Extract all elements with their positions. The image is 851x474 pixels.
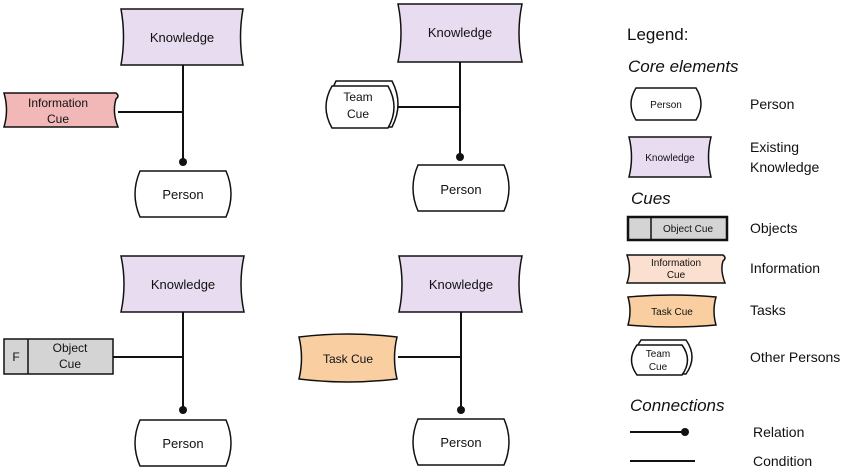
legend-task-shape	[627, 294, 717, 328]
legend-person-shape	[630, 87, 702, 121]
legend-information-shape	[625, 254, 727, 284]
legend-knowledge-desc-line2: Knowledge	[750, 159, 819, 175]
legend-connections-heading: Connections	[630, 396, 725, 415]
information-cue-label-line2: Cue	[47, 112, 69, 126]
knowledge-label: Knowledge	[150, 30, 214, 45]
knowledge-node	[397, 3, 523, 63]
diagram-team-cue: Knowledge Team Cue Person	[325, 3, 523, 212]
information-cue-label-line1: Information	[28, 96, 88, 110]
legend-knowledge-desc-line1: Existing	[750, 139, 799, 155]
legend-relation-dot	[681, 428, 689, 436]
diagram-object-cue: Knowledge F Object Cue Person	[3, 255, 245, 467]
legend-task-desc: Tasks	[750, 302, 786, 318]
legend-knowledge-shape-label: Knowledge	[645, 153, 695, 164]
legend-team-desc: Other Persons	[750, 349, 840, 365]
legend-team-shape-front	[630, 344, 689, 376]
legend-information-shape-label-line1: Information	[651, 258, 701, 269]
person-node	[134, 419, 232, 467]
relation-dot	[179, 158, 187, 166]
knowledge-label: Knowledge	[429, 277, 493, 292]
legend-object-shape-label: Object Cue	[663, 224, 713, 235]
relation-dot	[456, 153, 464, 161]
team-cue-node-front	[325, 85, 395, 129]
task-cue-node	[298, 333, 398, 383]
legend-condition-desc: Condition	[753, 453, 812, 469]
legend-relation-desc: Relation	[753, 424, 804, 440]
knowledge-label: Knowledge	[151, 277, 215, 292]
knowledge-node	[120, 255, 245, 313]
diagram-task-cue: Knowledge Task Cue Person	[298, 255, 523, 466]
team-cue-label-line2: Cue	[347, 107, 369, 121]
knowledge-node	[120, 8, 244, 66]
legend-team-shape-label-line2: Cue	[649, 362, 668, 373]
person-node	[412, 418, 510, 466]
object-cue-prefix: F	[12, 350, 19, 364]
legend-information-shape-label-line2: Cue	[667, 270, 686, 281]
information-cue-node	[2, 92, 120, 128]
object-cue-label-line1: Object	[53, 341, 88, 355]
legend: Legend: Core elements Person Person Know…	[625, 25, 840, 469]
relation-dot	[179, 406, 187, 414]
team-cue-label-line1: Team	[343, 90, 372, 104]
person-label: Person	[162, 436, 203, 451]
legend-object-shape	[626, 215, 729, 242]
task-cue-label: Task Cue	[323, 352, 373, 366]
person-label: Person	[440, 182, 481, 197]
person-label: Person	[440, 435, 481, 450]
legend-core-heading: Core elements	[628, 57, 739, 76]
legend-person-shape-label: Person	[650, 100, 682, 111]
legend-knowledge-shape	[628, 136, 712, 178]
person-node	[134, 170, 232, 218]
legend-cues-heading: Cues	[631, 189, 671, 208]
legend-title: Legend:	[627, 25, 688, 44]
legend-information-desc: Information	[750, 260, 820, 276]
knowledge-label: Knowledge	[428, 25, 492, 40]
person-label: Person	[162, 187, 203, 202]
person-node	[412, 164, 510, 212]
legend-object-desc: Objects	[750, 220, 797, 236]
legend-task-shape-label: Task Cue	[651, 307, 693, 318]
diagram-information-cue: Knowledge Information Cue Person	[2, 8, 244, 218]
legend-person-desc: Person	[750, 96, 794, 112]
knowledge-node	[398, 255, 523, 313]
legend-team-shape-label-line1: Team	[646, 349, 670, 360]
object-cue-node	[3, 338, 114, 375]
object-cue-label-line2: Cue	[59, 357, 81, 371]
relation-dot	[457, 406, 465, 414]
